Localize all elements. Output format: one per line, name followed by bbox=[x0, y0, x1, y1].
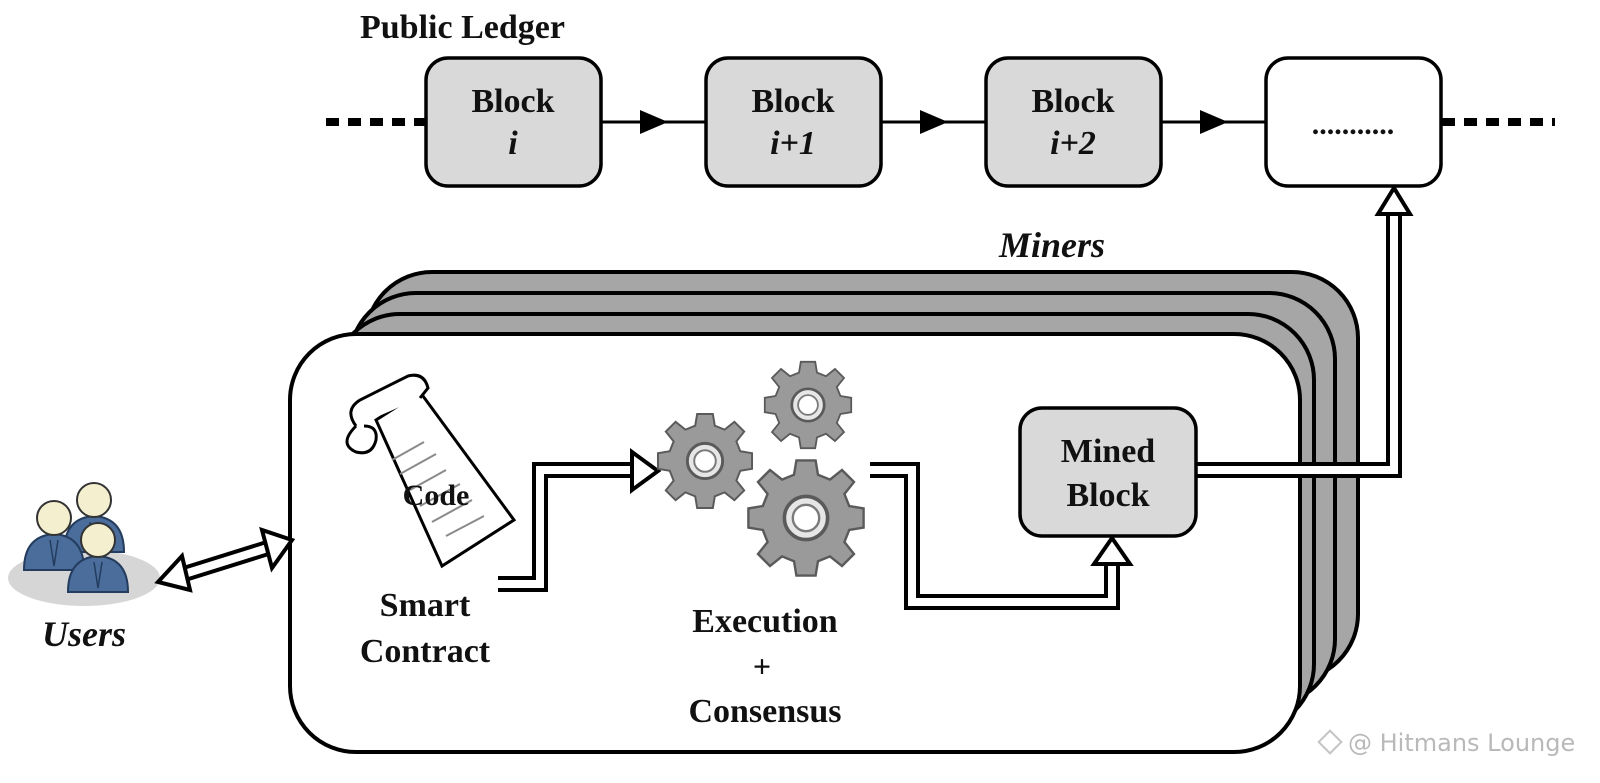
ledger-block-next: ........... bbox=[1264, 56, 1443, 188]
ledger-block-i-plus-2: Block i+2 bbox=[984, 56, 1163, 188]
gear-icon bbox=[746, 458, 866, 578]
smart-contract-line1: Smart bbox=[380, 587, 471, 624]
chain-arrow-1 bbox=[640, 110, 668, 134]
watermark-logo-icon bbox=[1317, 729, 1343, 755]
gear-icon bbox=[656, 412, 754, 510]
scroll-icon bbox=[345, 373, 517, 569]
ledger-block-index: i+1 bbox=[770, 125, 816, 162]
ledger-block-i-plus-1: Block i+1 bbox=[704, 56, 883, 188]
contract-arrow-head bbox=[259, 526, 296, 573]
mined-arrow-head bbox=[1090, 534, 1134, 566]
users-arrow-head bbox=[154, 551, 193, 593]
ledger-block-label: Block bbox=[471, 83, 554, 120]
watermark-text: @ Hitmans Lounge bbox=[1348, 729, 1575, 757]
ledger-block-ellipsis: ........... bbox=[1312, 108, 1395, 141]
ledger-block-label: Block bbox=[751, 83, 834, 120]
mined-block: Mined Block bbox=[1018, 406, 1198, 538]
ledger-block-index: i+2 bbox=[1050, 125, 1096, 162]
watermark: @ Hitmans Lounge bbox=[1317, 729, 1575, 757]
smart-contract-line2: Contract bbox=[360, 633, 491, 670]
ledger-title: Public Ledger bbox=[360, 9, 565, 46]
miners-label: Miners bbox=[998, 225, 1105, 265]
gear-icon bbox=[763, 360, 853, 450]
chain-arrow-2 bbox=[920, 110, 948, 134]
execution-line1: Execution bbox=[692, 603, 838, 640]
ledger-block-label: Block bbox=[1031, 83, 1114, 120]
execution-arrow-head bbox=[630, 448, 662, 494]
execution-line3: Consensus bbox=[688, 693, 841, 730]
chain-arrow-3 bbox=[1200, 110, 1228, 134]
users-label: Users bbox=[42, 614, 126, 654]
scroll-code-label: Code bbox=[403, 479, 470, 512]
mined-block-line1: Mined bbox=[1061, 433, 1156, 470]
ledger-block-index: i bbox=[508, 125, 518, 162]
mined-block-line2: Block bbox=[1066, 477, 1149, 514]
execution-line2: + bbox=[753, 648, 771, 684]
ledger-block-i: Block i bbox=[424, 56, 603, 188]
ledger-arrow-head bbox=[1374, 184, 1414, 216]
